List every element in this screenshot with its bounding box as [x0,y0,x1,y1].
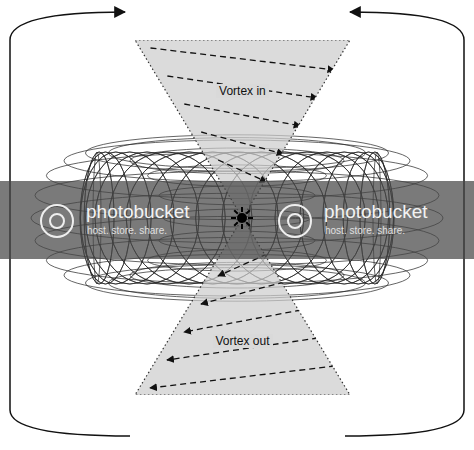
watermark-text: photobucket [324,201,428,223]
watermark-text: photobucket [86,201,190,223]
sun-symbol [231,207,253,229]
watermark-bar [0,181,474,259]
vortex-label: Vortex in [216,84,269,98]
vortex-label: Vortex out [213,334,273,348]
watermark-text: host. store. share. [87,225,167,236]
watermark-text: host. store. share. [325,225,405,236]
